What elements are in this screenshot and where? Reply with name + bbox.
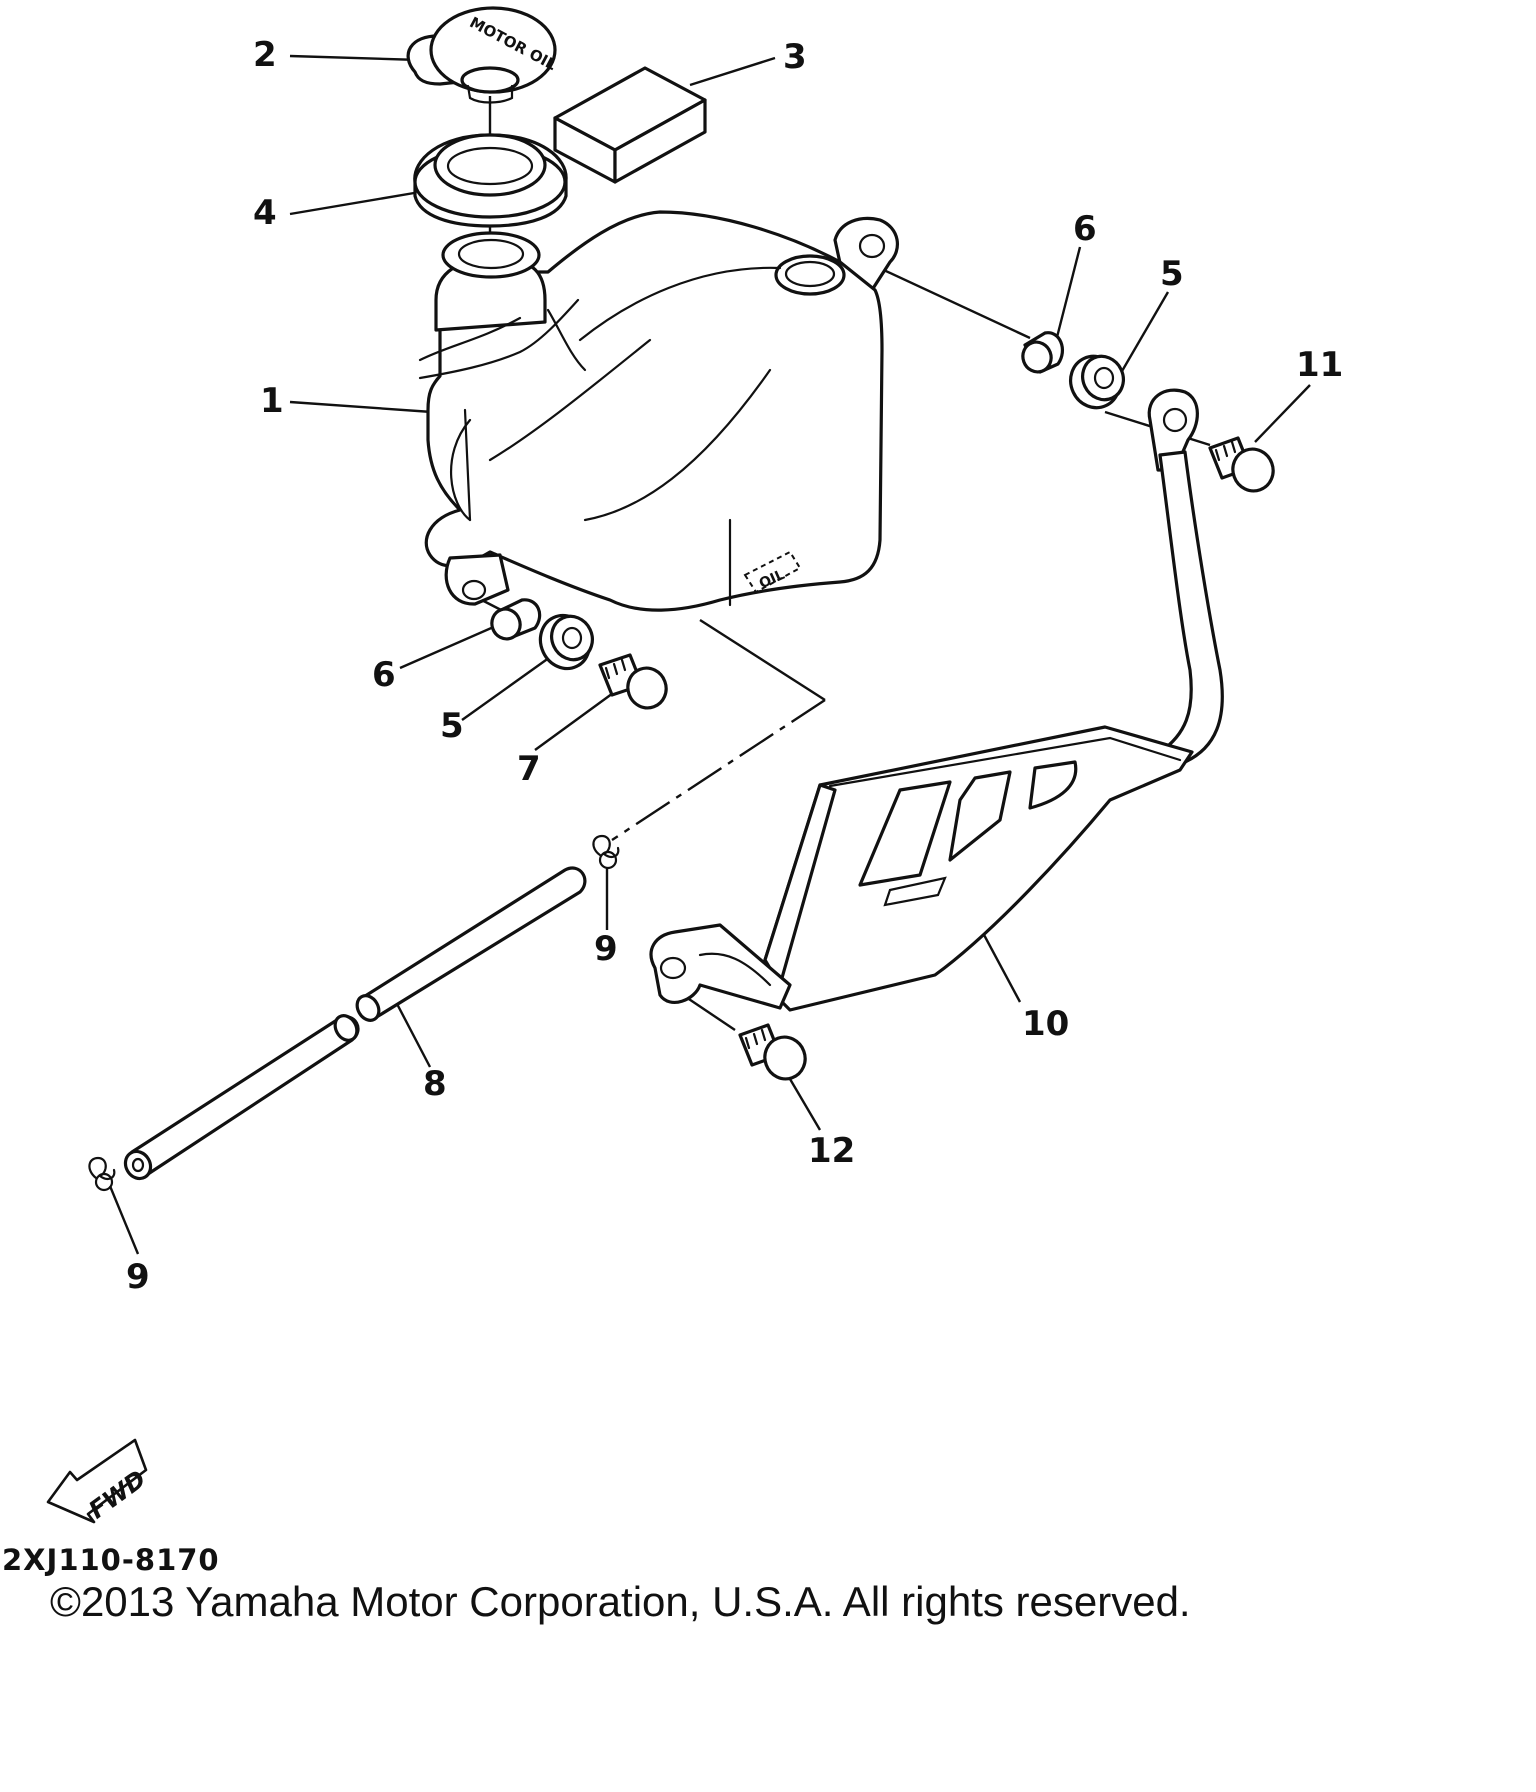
callout-2: 2 [253,35,277,75]
part-1-oil-tank: OIL [418,210,899,612]
callout-10: 10 [1022,1004,1069,1044]
callout-5-left: 5 [440,706,464,746]
callout-8: 8 [423,1064,447,1104]
callout-4: 4 [253,193,277,233]
part-5-damper-right [1069,354,1125,410]
part-5-damper-left [538,613,594,671]
part-8-hose [123,866,587,1181]
callout-11: 11 [1296,345,1343,385]
part-4-grommet [413,133,568,228]
callout-3: 3 [783,37,807,77]
callout-12: 12 [808,1131,855,1171]
part-10-bracket [649,388,1224,1012]
fwd-arrow-icon: FWD [46,1438,151,1524]
part-9-clip-lower [88,1156,116,1192]
callout-1: 1 [260,381,284,421]
callout-6-left: 6 [372,655,396,695]
part-6-collar-left [490,598,542,641]
leader-lines [108,54,1311,1255]
part-9-clip-upper [592,834,620,870]
part-3-sponge [553,66,707,184]
part-12-bolt [738,1023,807,1081]
callout-numbers: 2 3 4 1 6 5 11 6 5 7 9 10 8 12 9 [126,35,1343,1297]
callout-9-lower: 9 [126,1257,150,1297]
callout-9-upper: 9 [594,929,618,969]
callout-5-right: 5 [1160,254,1184,294]
callout-6-right: 6 [1073,209,1097,249]
part-6-collar-right [1021,331,1064,374]
copyright-notice: ©2013 Yamaha Motor Corporation, U.S.A. A… [50,1578,1191,1625]
part-2-oil-cap: MOTOR OIL [406,6,560,104]
callout-7: 7 [517,749,541,789]
part-11-bolt [1208,436,1275,493]
part-7-bolt [598,653,668,710]
diagram-code: 2XJ110-8170 [2,1543,220,1577]
